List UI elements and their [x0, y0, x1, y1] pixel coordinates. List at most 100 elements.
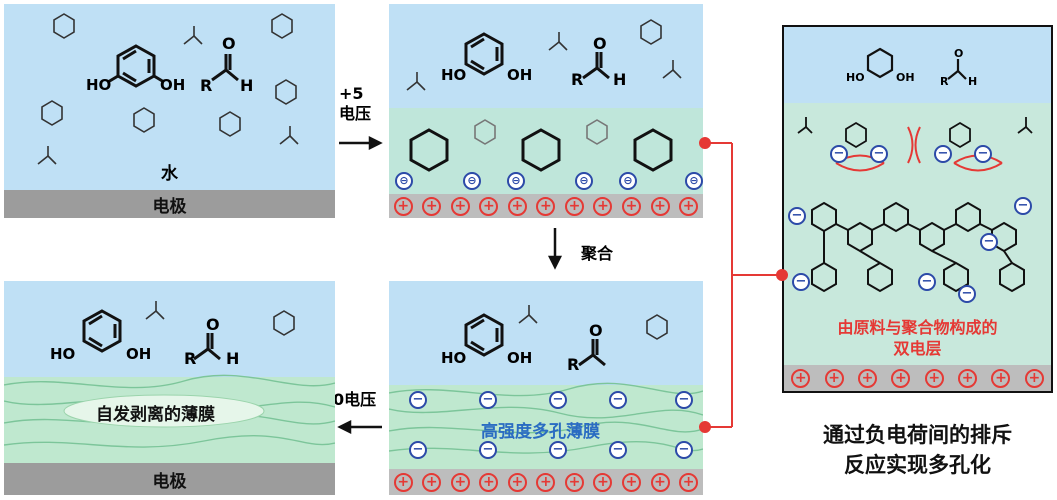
caption-line2: 反应实现多孔化	[844, 453, 991, 477]
resorcinol-molecule-large	[464, 32, 504, 76]
negative-charge: −	[958, 285, 976, 303]
negative-charge: ⊖	[685, 172, 703, 190]
aldehyde-h-label: H	[226, 349, 240, 368]
r-group-label: R	[940, 75, 949, 88]
faint-resorcinol-row	[474, 119, 608, 145]
negative-charge: −	[830, 145, 848, 163]
positive-charge: +	[479, 472, 499, 492]
positive-charge: +	[593, 472, 613, 492]
small-molecules	[518, 305, 668, 340]
negative-charge: −	[479, 391, 497, 409]
resorcinol-molecule-large	[107, 44, 165, 88]
r-group-label: R	[200, 76, 213, 95]
voltage-value: +5	[339, 84, 364, 103]
negative-charge: −	[675, 441, 693, 459]
positive-charge: +	[679, 196, 699, 216]
positive-charge: +	[791, 368, 811, 388]
positive-charge: +	[1024, 368, 1044, 388]
water-region	[389, 4, 703, 108]
resorcinol-molecule-small	[41, 13, 297, 137]
negative-charge: −	[675, 391, 693, 409]
negative-charge: −	[1014, 197, 1032, 215]
electrode-label: 电极	[152, 471, 187, 492]
water-region	[784, 27, 1051, 103]
aldehyde-molecule-top	[947, 59, 967, 80]
detached-film-label: 自发剥离的薄膜	[96, 405, 215, 425]
arrow-left	[337, 419, 382, 435]
positive-charge: +	[422, 472, 442, 492]
negative-charge: ⊖	[463, 172, 481, 190]
positive-charge: +	[958, 368, 978, 388]
double-layer-label-line1: 由原料与聚合物构成的	[837, 318, 998, 337]
film-highlight	[63, 394, 265, 428]
carbonyl-oxygen-label: O	[593, 34, 607, 53]
film-fibers-and-molecules	[389, 305, 703, 454]
resorcinol-molecule-large	[464, 313, 504, 357]
aldehyde-molecule-large	[582, 52, 610, 80]
polymerize-label: 聚合	[581, 244, 614, 263]
r-group-label: R	[184, 349, 197, 368]
positive-charge: +	[650, 472, 670, 492]
double-layer-region	[784, 103, 1051, 365]
positive-charge: +	[450, 472, 470, 492]
positive-charge: +	[593, 196, 613, 216]
voltage-off-label: 0电压	[333, 390, 377, 409]
double-layer-label: 由原料与聚合物构成的 双电层	[784, 317, 1051, 359]
positive-charge: +	[564, 472, 584, 492]
positive-charge: +	[393, 472, 413, 492]
positive-charge: +	[924, 368, 944, 388]
hydroxyl-label: OH	[896, 71, 915, 84]
positive-charge: +	[824, 368, 844, 388]
electrode-label: 电极	[152, 196, 187, 217]
monomer-molecules	[37, 13, 299, 165]
positive-charge: +	[891, 368, 911, 388]
hydroxyl-label: OH	[507, 66, 533, 84]
adsorbed-molecules-right	[797, 117, 1033, 149]
r-group-label: R	[571, 70, 584, 89]
hydroxyl-label: OH	[126, 345, 152, 363]
double-layer-label-line2: 双电层	[893, 339, 942, 358]
positive-charge-strip: + + + + + + + +	[784, 365, 1051, 391]
connector-lines	[699, 137, 788, 433]
positive-charge: +	[622, 472, 642, 492]
carbonyl-oxygen-label: O	[206, 315, 220, 334]
negative-charge: −	[409, 441, 427, 459]
hydroxyl-label: HO	[846, 71, 865, 84]
aldehyde-h-label: H	[240, 76, 254, 95]
hydroxyl-label: HO	[86, 76, 112, 94]
positive-charge: +	[479, 196, 499, 216]
electrode-bar: 电极	[4, 190, 335, 218]
positive-charge: +	[564, 196, 584, 216]
panel-double-layer-detail: + + + + + + + +	[782, 25, 1053, 393]
panel-monomers-in-water: 电极 水 HO OH	[4, 4, 335, 218]
negative-charge: −	[974, 145, 992, 163]
positive-charge-strip: + + + + + + + + + + +	[389, 469, 703, 495]
aldehyde-molecule-small	[406, 32, 682, 91]
negative-charge: −	[980, 233, 998, 251]
hydroxyl-label: HO	[441, 66, 467, 84]
negative-charge: −	[918, 273, 936, 291]
aldehyde-molecule-large	[193, 333, 221, 361]
positive-charge: +	[507, 472, 527, 492]
porous-film-label: 高强度多孔薄膜	[481, 422, 600, 442]
positive-charge: +	[650, 196, 670, 216]
resorcinol-molecule-large	[82, 309, 122, 353]
positive-charge: +	[393, 196, 413, 216]
resorcinol-molecule-top	[866, 47, 894, 79]
voltage-on-label: +5 电压	[339, 84, 371, 124]
arrow-right	[339, 135, 383, 151]
negative-charge: −	[549, 441, 567, 459]
aldehyde-h-label: H	[613, 70, 627, 89]
carbonyl-oxygen-label: O	[222, 34, 236, 53]
resorcinol-molecule-small	[640, 19, 662, 45]
negative-charge: −	[609, 441, 627, 459]
negative-charge: ⊖	[619, 172, 637, 190]
caption: 通过负电荷间的排斥 反应实现多孔化	[782, 420, 1053, 480]
negative-charge: ⊖	[395, 172, 413, 190]
electrode-bar: 电极	[4, 463, 335, 495]
negative-charge: −	[788, 207, 806, 225]
panel-porous-film: + + + + + + + + + + + HO OH R O − −	[389, 281, 703, 495]
carbonyl-oxygen-label: O	[954, 47, 964, 60]
voltage-unit: 电压	[339, 104, 372, 123]
water-region	[389, 281, 703, 385]
